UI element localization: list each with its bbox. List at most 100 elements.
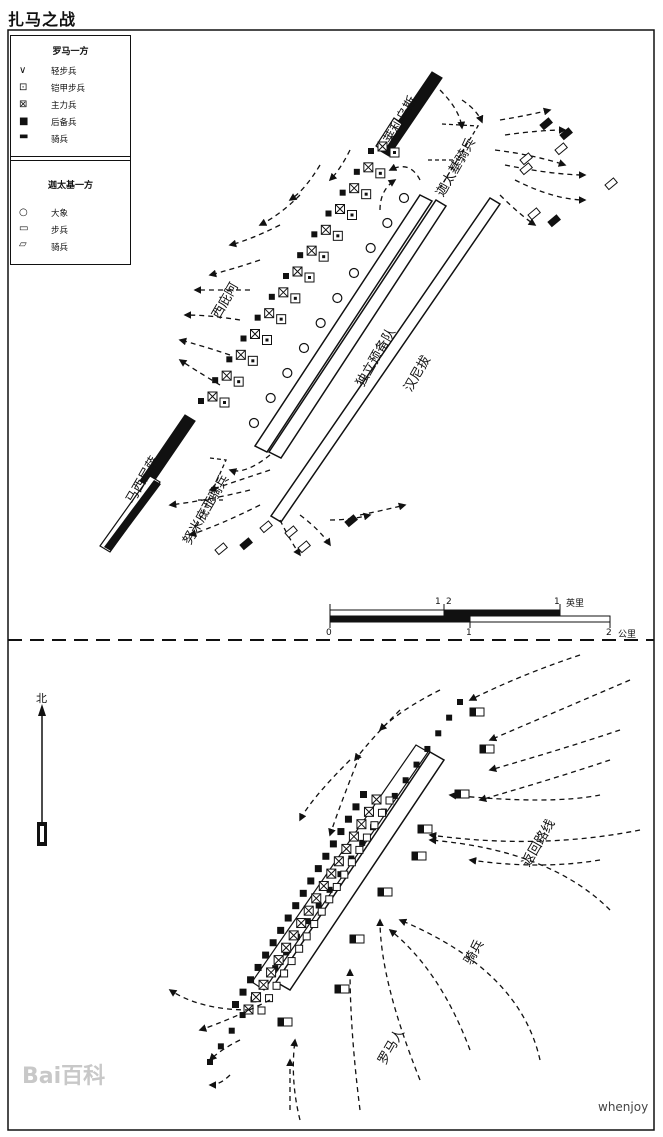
reserve-marker [262, 951, 270, 959]
maniple-marker [239, 1012, 246, 1019]
reserve-marker [254, 314, 261, 321]
cavalry-marker [239, 537, 253, 551]
movement-arrows-bottom [168, 654, 641, 1121]
armored-marker [317, 907, 326, 916]
legend-carthage-header: 迦太基一方 [47, 181, 93, 191]
cavalry-marker [344, 514, 358, 528]
reserve-icon: ■ [19, 116, 29, 127]
reserve-marker [247, 976, 255, 984]
cavalry-marker [297, 540, 311, 554]
elephant-markers [248, 192, 410, 429]
elephant-marker [382, 217, 393, 229]
roman-maniples-top [198, 141, 400, 408]
armored-marker [287, 957, 296, 966]
north-label: 北 [36, 692, 47, 705]
armored-marker [272, 981, 281, 990]
elephant-marker [265, 392, 276, 404]
reserve-marker [325, 210, 332, 217]
cavalry-marker [527, 207, 541, 221]
legend-item: 后备兵 [51, 118, 77, 128]
reserve-marker [339, 189, 346, 196]
elephant-marker [282, 367, 293, 379]
reserve-marker [212, 377, 219, 384]
roman-maniples-bottom [207, 699, 463, 1065]
armored-marker [310, 920, 319, 929]
reserve-marker [299, 889, 307, 897]
reserve-marker [307, 877, 315, 885]
armored-marker [325, 895, 334, 904]
hannibal-formation [253, 194, 502, 524]
legend-item: 大象 [51, 209, 69, 219]
maniple-marker [217, 1043, 224, 1050]
map-frame [7, 29, 655, 1131]
cavalry-marker [519, 162, 533, 176]
reserve-marker [198, 398, 204, 404]
armored-marker [355, 845, 364, 854]
maniple-marker [446, 714, 453, 721]
cavalry-marker [554, 142, 568, 156]
elephant-marker [365, 242, 376, 254]
main-force-icon: ⊠ [19, 99, 28, 110]
armored-marker [362, 833, 371, 842]
legend-item: 主力兵 [51, 101, 77, 111]
maniple-marker [359, 839, 366, 846]
carthage-cavalry-wings [195, 123, 480, 529]
reserve-marker [277, 926, 285, 934]
armored-marker [302, 932, 311, 941]
reserve-marker [360, 791, 367, 798]
elephant-marker [348, 267, 360, 279]
reserve-marker [329, 840, 337, 848]
north-arrow-icon [37, 704, 47, 846]
legend-divider [11, 156, 130, 157]
reserve-marker [240, 335, 247, 342]
reserve-marker [269, 939, 277, 947]
roman-cavalry-wings [99, 71, 443, 553]
maniple-marker [413, 761, 420, 768]
cavalry-marker [539, 117, 553, 131]
maniple-marker [402, 777, 409, 784]
scale-km-tick: 2 [606, 628, 612, 638]
elephant-marker [398, 192, 410, 204]
reserve-marker [337, 828, 345, 836]
legend-divider [11, 160, 130, 161]
armored-marker [377, 808, 386, 817]
armored-marker [332, 882, 341, 891]
maniple-marker [457, 699, 463, 705]
reserve-marker [239, 988, 247, 996]
cavalry-icon: ▱ [19, 239, 27, 250]
armored-marker [347, 858, 356, 867]
reserve-marker [292, 902, 300, 910]
reserve-marker [314, 865, 322, 873]
reserve-marker [283, 273, 289, 279]
maniple-marker [228, 1027, 235, 1034]
scale-mile-tick: 1 [435, 597, 441, 607]
credit: whenjoy [598, 1100, 649, 1114]
cavalry-marker [284, 525, 298, 539]
legend-item: 骑兵 [51, 243, 69, 253]
cavalry-marker [559, 127, 573, 141]
reserve-marker [353, 168, 360, 175]
armored-marker [385, 796, 394, 805]
scale-km-tick: 0 [326, 628, 332, 638]
maniple-marker [304, 918, 311, 925]
maniple-marker [315, 902, 322, 909]
reserve-marker [226, 356, 233, 363]
cavalry-markers-top [214, 117, 618, 556]
armored-marker [265, 994, 274, 1003]
elephant-marker [298, 342, 310, 354]
armored-marker [280, 969, 289, 978]
cavalry-markers-bottom [277, 707, 495, 1027]
elephant-marker [332, 292, 343, 304]
reserve-marker [232, 1001, 239, 1008]
armored-marker [295, 944, 304, 953]
legend-roman-header: 罗马一方 [52, 47, 89, 57]
legend-box: 罗马一方 ∨ 轻步兵 ⊡ 铠甲步兵 ⊠ 主力兵 ■ 后备兵 ▬ 骑兵 迦太基一方… [10, 35, 131, 265]
reserve-marker [254, 963, 262, 971]
reserve-marker [268, 293, 275, 300]
reserve-marker [297, 252, 304, 259]
armored-marker [370, 821, 379, 830]
cavalry-marker [214, 542, 228, 556]
legend-item: 步兵 [51, 226, 69, 236]
watermark: Bai百科 [22, 1064, 106, 1089]
